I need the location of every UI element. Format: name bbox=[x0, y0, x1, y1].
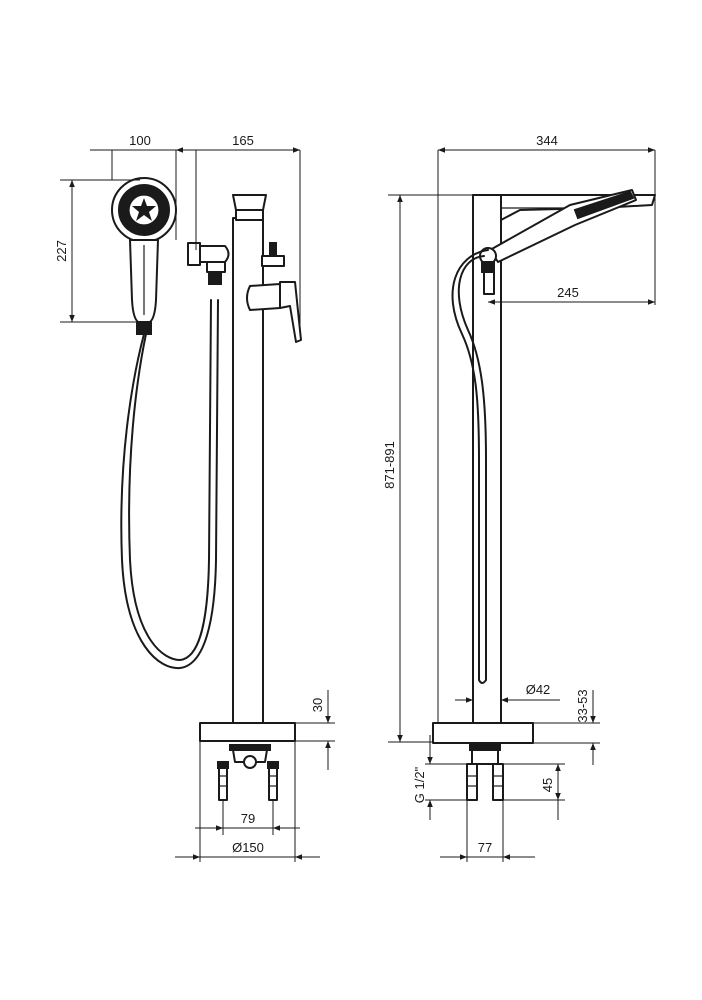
front-view bbox=[111, 177, 302, 801]
handshower-front bbox=[111, 177, 177, 335]
dimension-lines bbox=[60, 147, 656, 862]
dim-base-plate-height: 30 bbox=[310, 698, 325, 712]
dim-overall-depth: 344 bbox=[536, 133, 558, 148]
dimension-labels: 100 165 227 344 245 871-891 30 Ø42 33-53… bbox=[54, 133, 590, 855]
hose-side bbox=[457, 255, 487, 681]
dim-column-diameter: Ø42 bbox=[526, 682, 551, 697]
shower-holder-front bbox=[187, 242, 230, 285]
dim-handshower-width: 100 bbox=[129, 133, 151, 148]
mixer-front bbox=[246, 281, 302, 343]
dim-connection-spacing: 79 bbox=[241, 811, 255, 826]
base-plate-front bbox=[199, 722, 296, 742]
handshower-side bbox=[479, 189, 637, 273]
dim-spout-offset-front: 165 bbox=[232, 133, 254, 148]
dim-connection-height: 45 bbox=[540, 778, 555, 792]
dim-connection-width-side: 77 bbox=[478, 840, 492, 855]
diverter-front bbox=[261, 242, 285, 267]
dim-handshower-height: 227 bbox=[54, 240, 69, 262]
side-view bbox=[432, 189, 656, 801]
connectors-side bbox=[466, 744, 504, 801]
connectors-front bbox=[217, 744, 279, 801]
hose-front bbox=[120, 299, 219, 670]
spout-front bbox=[232, 194, 267, 211]
dim-base-diameter: Ø150 bbox=[232, 840, 264, 855]
dim-floor-adjust: 33-53 bbox=[575, 689, 590, 722]
base-plate-side bbox=[432, 722, 534, 744]
dim-total-height: 871-891 bbox=[382, 441, 397, 489]
dim-spout-projection: 245 bbox=[557, 285, 579, 300]
dim-connection-thread: G 1/2" bbox=[412, 766, 427, 803]
